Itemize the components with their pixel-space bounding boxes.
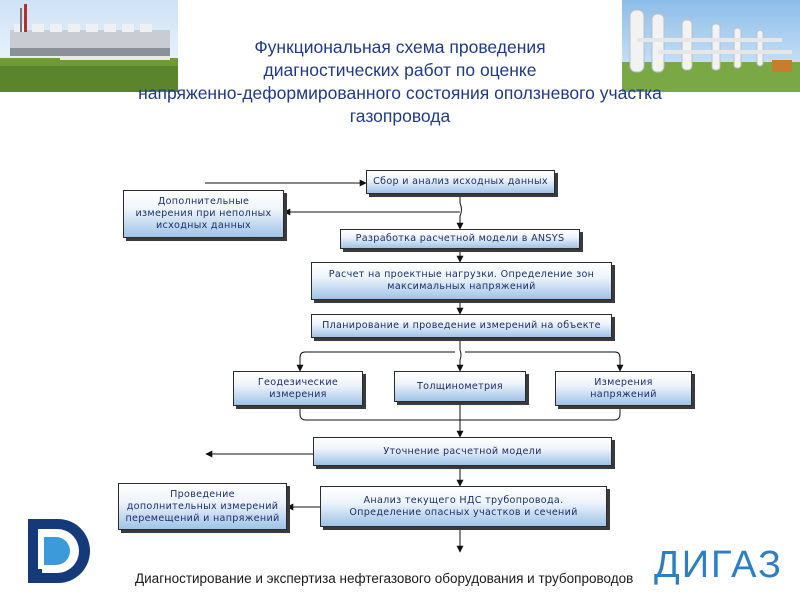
- box-additional-measurements: Дополнительные измерения при неполных ис…: [123, 190, 284, 238]
- box-refine-model-label: Уточнение расчетной модели: [383, 445, 542, 457]
- box-stress-measurements-label: Измерения напряжений: [590, 376, 657, 400]
- digaz-logo-icon: [24, 515, 96, 592]
- box-analysis: Анализ текущего НДС трубопровода. Опреде…: [320, 486, 607, 527]
- box-geodetic-label: Геодезические измерения: [257, 376, 339, 400]
- box-additional-measurements-label: Дополнительные измерения при неполных ис…: [135, 196, 272, 231]
- brand-name: ДИГАЗ: [654, 544, 783, 586]
- box-stress-measurements: Измерения напряжений: [555, 371, 692, 406]
- photo-right-pipeline-facility: [622, 0, 800, 92]
- page-title: Функциональная схема проведения диагност…: [40, 36, 760, 128]
- box-model-ansys: Разработка расчетной модели в ANSYS: [340, 229, 580, 249]
- box-thickness-label: Толщинометрия: [417, 380, 503, 392]
- box-planning-measurements-label: Планирование и проведение измерений на о…: [322, 320, 601, 331]
- box-planning-measurements: Планирование и проведение измерений на о…: [311, 314, 612, 338]
- connector-branch-horizontal: [299, 351, 621, 370]
- box-collect-data-label: Сбор и анализ исходных данных: [373, 176, 548, 187]
- box-thickness: Толщинометрия: [394, 371, 526, 402]
- box-model-ansys-label: Разработка расчетной модели в ANSYS: [355, 233, 565, 244]
- box-analysis-label: Анализ текущего НДС трубопровода. Опреде…: [349, 494, 578, 518]
- box-design-calculation: Расчет на проектные нагрузки. Определени…: [311, 262, 612, 300]
- title-line-2: диагностических работ по оценке: [263, 60, 537, 80]
- title-line-1: Функциональная схема проведения: [254, 37, 546, 57]
- box-extra-measurements-label: Проведение дополнительных измерений пере…: [125, 488, 280, 524]
- photo-left-compressor-station: [0, 0, 178, 92]
- box-collect-data: Сбор и анализ исходных данных: [366, 170, 555, 194]
- footer-tagline: Диагностирование и экспертиза нефтегазов…: [135, 571, 634, 586]
- title-line-3: напряженно-деформированного состояния оп…: [138, 83, 662, 103]
- connector-planning-down: [459, 338, 462, 370]
- arrow-collect-to-model: [456, 194, 464, 230]
- box-extra-measurements: Проведение дополнительных измерений пере…: [118, 483, 287, 530]
- title-line-4: газопровода: [349, 106, 451, 126]
- box-design-calculation-label: Расчет на проектные нагрузки. Определени…: [328, 269, 595, 292]
- box-geodetic: Геодезические измерения: [233, 371, 363, 406]
- box-refine-model: Уточнение расчетной модели: [313, 437, 612, 466]
